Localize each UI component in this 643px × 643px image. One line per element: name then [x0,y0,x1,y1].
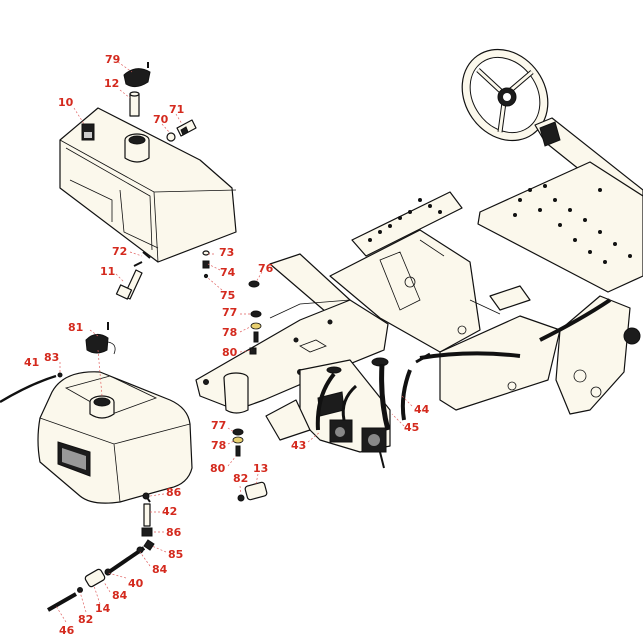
callout-74[interactable]: 74 [220,266,236,279]
reservoir-tank [37,371,193,504]
clamp-72 [142,251,151,259]
callout-12[interactable]: 12 [104,77,120,90]
filler-neck-12 [129,91,140,117]
callout-76[interactable]: 76 [258,262,274,275]
callout-75[interactable]: 75 [220,289,236,302]
fuel-tank [59,107,237,263]
fitting-71 [176,119,197,137]
callout-82-lower[interactable]: 82 [78,613,94,626]
chassis-frame [269,229,641,415]
callout-43[interactable]: 43 [291,439,307,452]
callout-80-lower[interactable]: 80 [210,462,226,475]
callout-14[interactable]: 14 [95,602,111,615]
callout-78-lower[interactable]: 78 [211,439,227,452]
callout-41[interactable]: 41 [24,356,40,369]
hardware-77-80-lower [232,428,244,457]
callout-86-lower[interactable]: 86 [166,526,182,539]
hardware-77-80-upper [249,310,262,355]
o-ring-70 [166,132,176,142]
hose-41 [0,374,57,404]
callout-72[interactable]: 72 [112,245,128,258]
inline-filter-13 [237,481,268,502]
fuel-line-assembly [47,492,155,612]
fuel-valve-11 [115,261,143,300]
callout-78-upper[interactable]: 78 [222,326,238,339]
callout-11[interactable]: 11 [100,265,116,278]
callout-77-upper[interactable]: 77 [222,306,238,319]
foot-platform [351,161,643,293]
callout-82-upper[interactable]: 82 [233,472,249,485]
callout-42[interactable]: 42 [162,505,178,518]
hardware-73-75 [202,250,210,279]
platform-holes [368,184,632,264]
callout-45[interactable]: 45 [404,421,420,434]
callout-70[interactable]: 70 [153,113,169,126]
callout-71[interactable]: 71 [169,103,185,116]
vent-valve-10 [81,123,95,141]
tank-cap-79 [123,62,151,88]
leader-lines [55,61,413,623]
callout-84-upper[interactable]: 84 [152,563,168,576]
callout-13[interactable]: 13 [253,462,269,475]
callout-46[interactable]: 46 [59,624,75,637]
callout-44[interactable]: 44 [414,403,430,416]
callout-77-lower[interactable]: 77 [211,419,227,432]
callout-84-lower[interactable]: 84 [112,589,128,602]
clamp-83 [57,372,63,378]
callout-10[interactable]: 10 [58,96,74,109]
hydraulic-hoses [315,298,612,431]
steering-wheel [461,48,549,142]
callout-81[interactable]: 81 [68,321,84,334]
callout-80-upper[interactable]: 80 [222,346,238,359]
reservoir-cap-81 [85,322,116,355]
callout-73[interactable]: 73 [219,246,235,259]
callout-83[interactable]: 83 [44,351,60,364]
callout-40[interactable]: 40 [128,577,144,590]
callout-86-upper[interactable]: 86 [166,486,182,499]
callout-79[interactable]: 79 [105,53,121,66]
callout-85[interactable]: 85 [168,548,184,561]
washer-76 [248,280,260,288]
